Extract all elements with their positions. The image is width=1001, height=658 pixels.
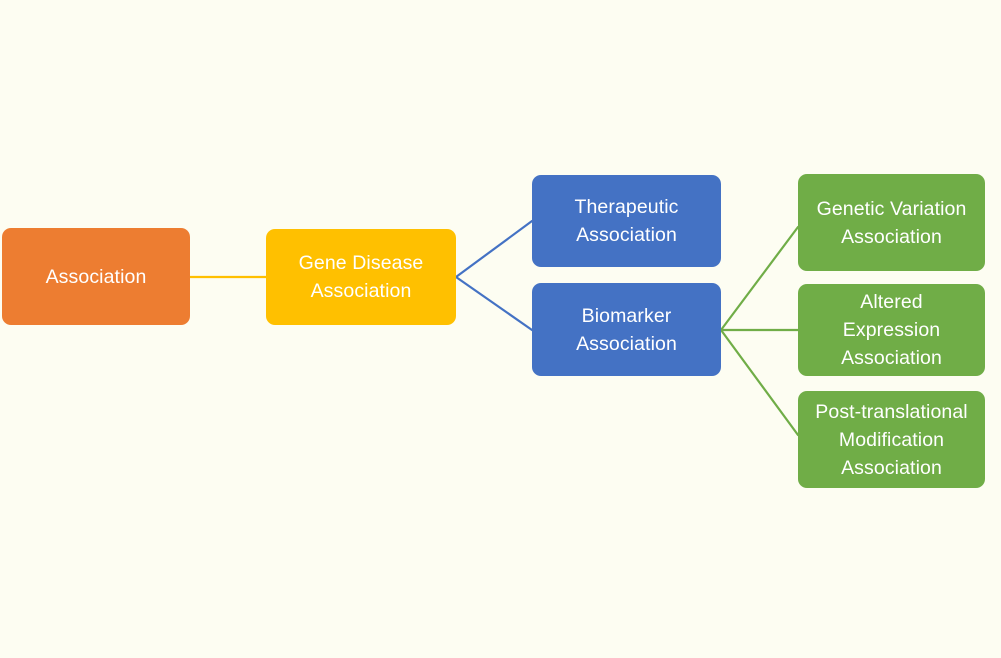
- node-genetic-variation-association[interactable]: Genetic Variation Association: [798, 174, 985, 271]
- node-gene-disease-association[interactable]: Gene Disease Association: [266, 229, 456, 325]
- node-biomarker-association[interactable]: Biomarker Association: [532, 283, 721, 376]
- node-label-altered-expression-association: Altered Expression Association: [841, 291, 942, 369]
- node-association[interactable]: Association: [2, 228, 190, 325]
- node-label-post-translational-modification-association: Post-translational Modification Associat…: [815, 400, 968, 479]
- node-post-translational-modification-association[interactable]: Post-translational Modification Associat…: [798, 391, 985, 488]
- node-label-gene-disease-association: Gene Disease Association: [298, 252, 424, 302]
- node-label-biomarker-association: Biomarker Association: [576, 304, 677, 355]
- connector-biomarker-to-post-translational: [719, 328, 800, 437]
- connector-biomarker-to-genetic-variation: [719, 225, 800, 332]
- node-label-therapeutic-association: Therapeutic Association: [574, 196, 679, 246]
- connector-gene-disease-to-therapeutic: [454, 219, 534, 279]
- node-label-genetic-variation-association: Genetic Variation Association: [816, 197, 967, 248]
- node-altered-expression-association[interactable]: Altered Expression Association: [798, 284, 985, 376]
- connector-gene-disease-to-biomarker: [454, 275, 534, 332]
- node-therapeutic-association[interactable]: Therapeutic Association: [532, 175, 721, 267]
- node-label-association: Association: [45, 265, 147, 288]
